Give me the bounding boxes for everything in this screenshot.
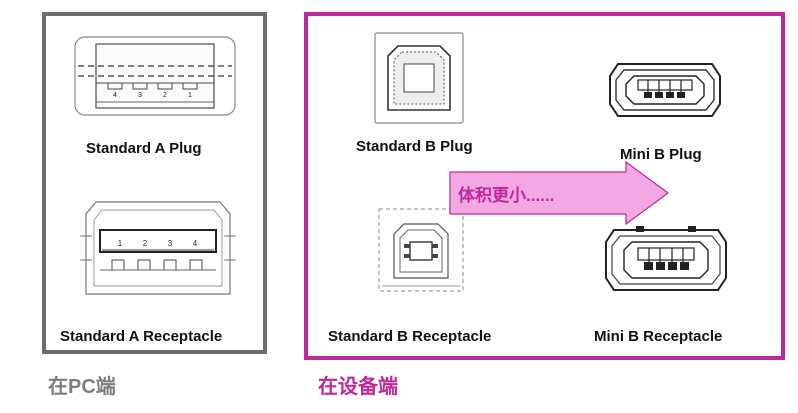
smaller-size-arrow (449, 160, 670, 226)
receptacle-a-pin-label: 4 (193, 239, 198, 248)
receptacle-a-pin-label: 2 (143, 239, 148, 248)
plug-a-pin-label: 2 (163, 92, 167, 99)
mini-b-plug-drawing (609, 63, 721, 117)
standard-b-receptacle-drawing (378, 208, 464, 292)
standard-a-receptacle-drawing: 1 2 3 4 (80, 201, 236, 295)
plug-a-pin-label: 1 (188, 92, 192, 99)
standard-a-plug-label: Standard A Plug (86, 140, 202, 157)
plug-a-pin-label: 4 (113, 92, 117, 99)
smaller-size-text: 体积更小...... (458, 186, 555, 205)
receptacle-a-pin-label: 3 (168, 239, 173, 248)
standard-b-receptacle-label: Standard B Receptacle (328, 328, 492, 345)
pc-side-group (42, 12, 267, 354)
pc-side-caption: 在PC端 (48, 376, 116, 398)
mini-b-plug-label: Mini B Plug (620, 146, 702, 163)
standard-a-plug-drawing: 4 3 2 1 (74, 36, 236, 116)
standard-b-plug-label: Standard B Plug (356, 138, 473, 155)
receptacle-a-pin-label: 1 (118, 239, 123, 248)
mini-b-receptacle-label: Mini B Receptacle (594, 328, 723, 345)
plug-a-pin-label: 3 (138, 92, 142, 99)
device-side-caption: 在设备端 (318, 376, 398, 398)
standard-b-plug-drawing (374, 32, 464, 124)
device-side-group (304, 12, 785, 360)
mini-b-receptacle-drawing (605, 226, 727, 291)
standard-a-receptacle-label: Standard A Receptacle (60, 328, 223, 345)
